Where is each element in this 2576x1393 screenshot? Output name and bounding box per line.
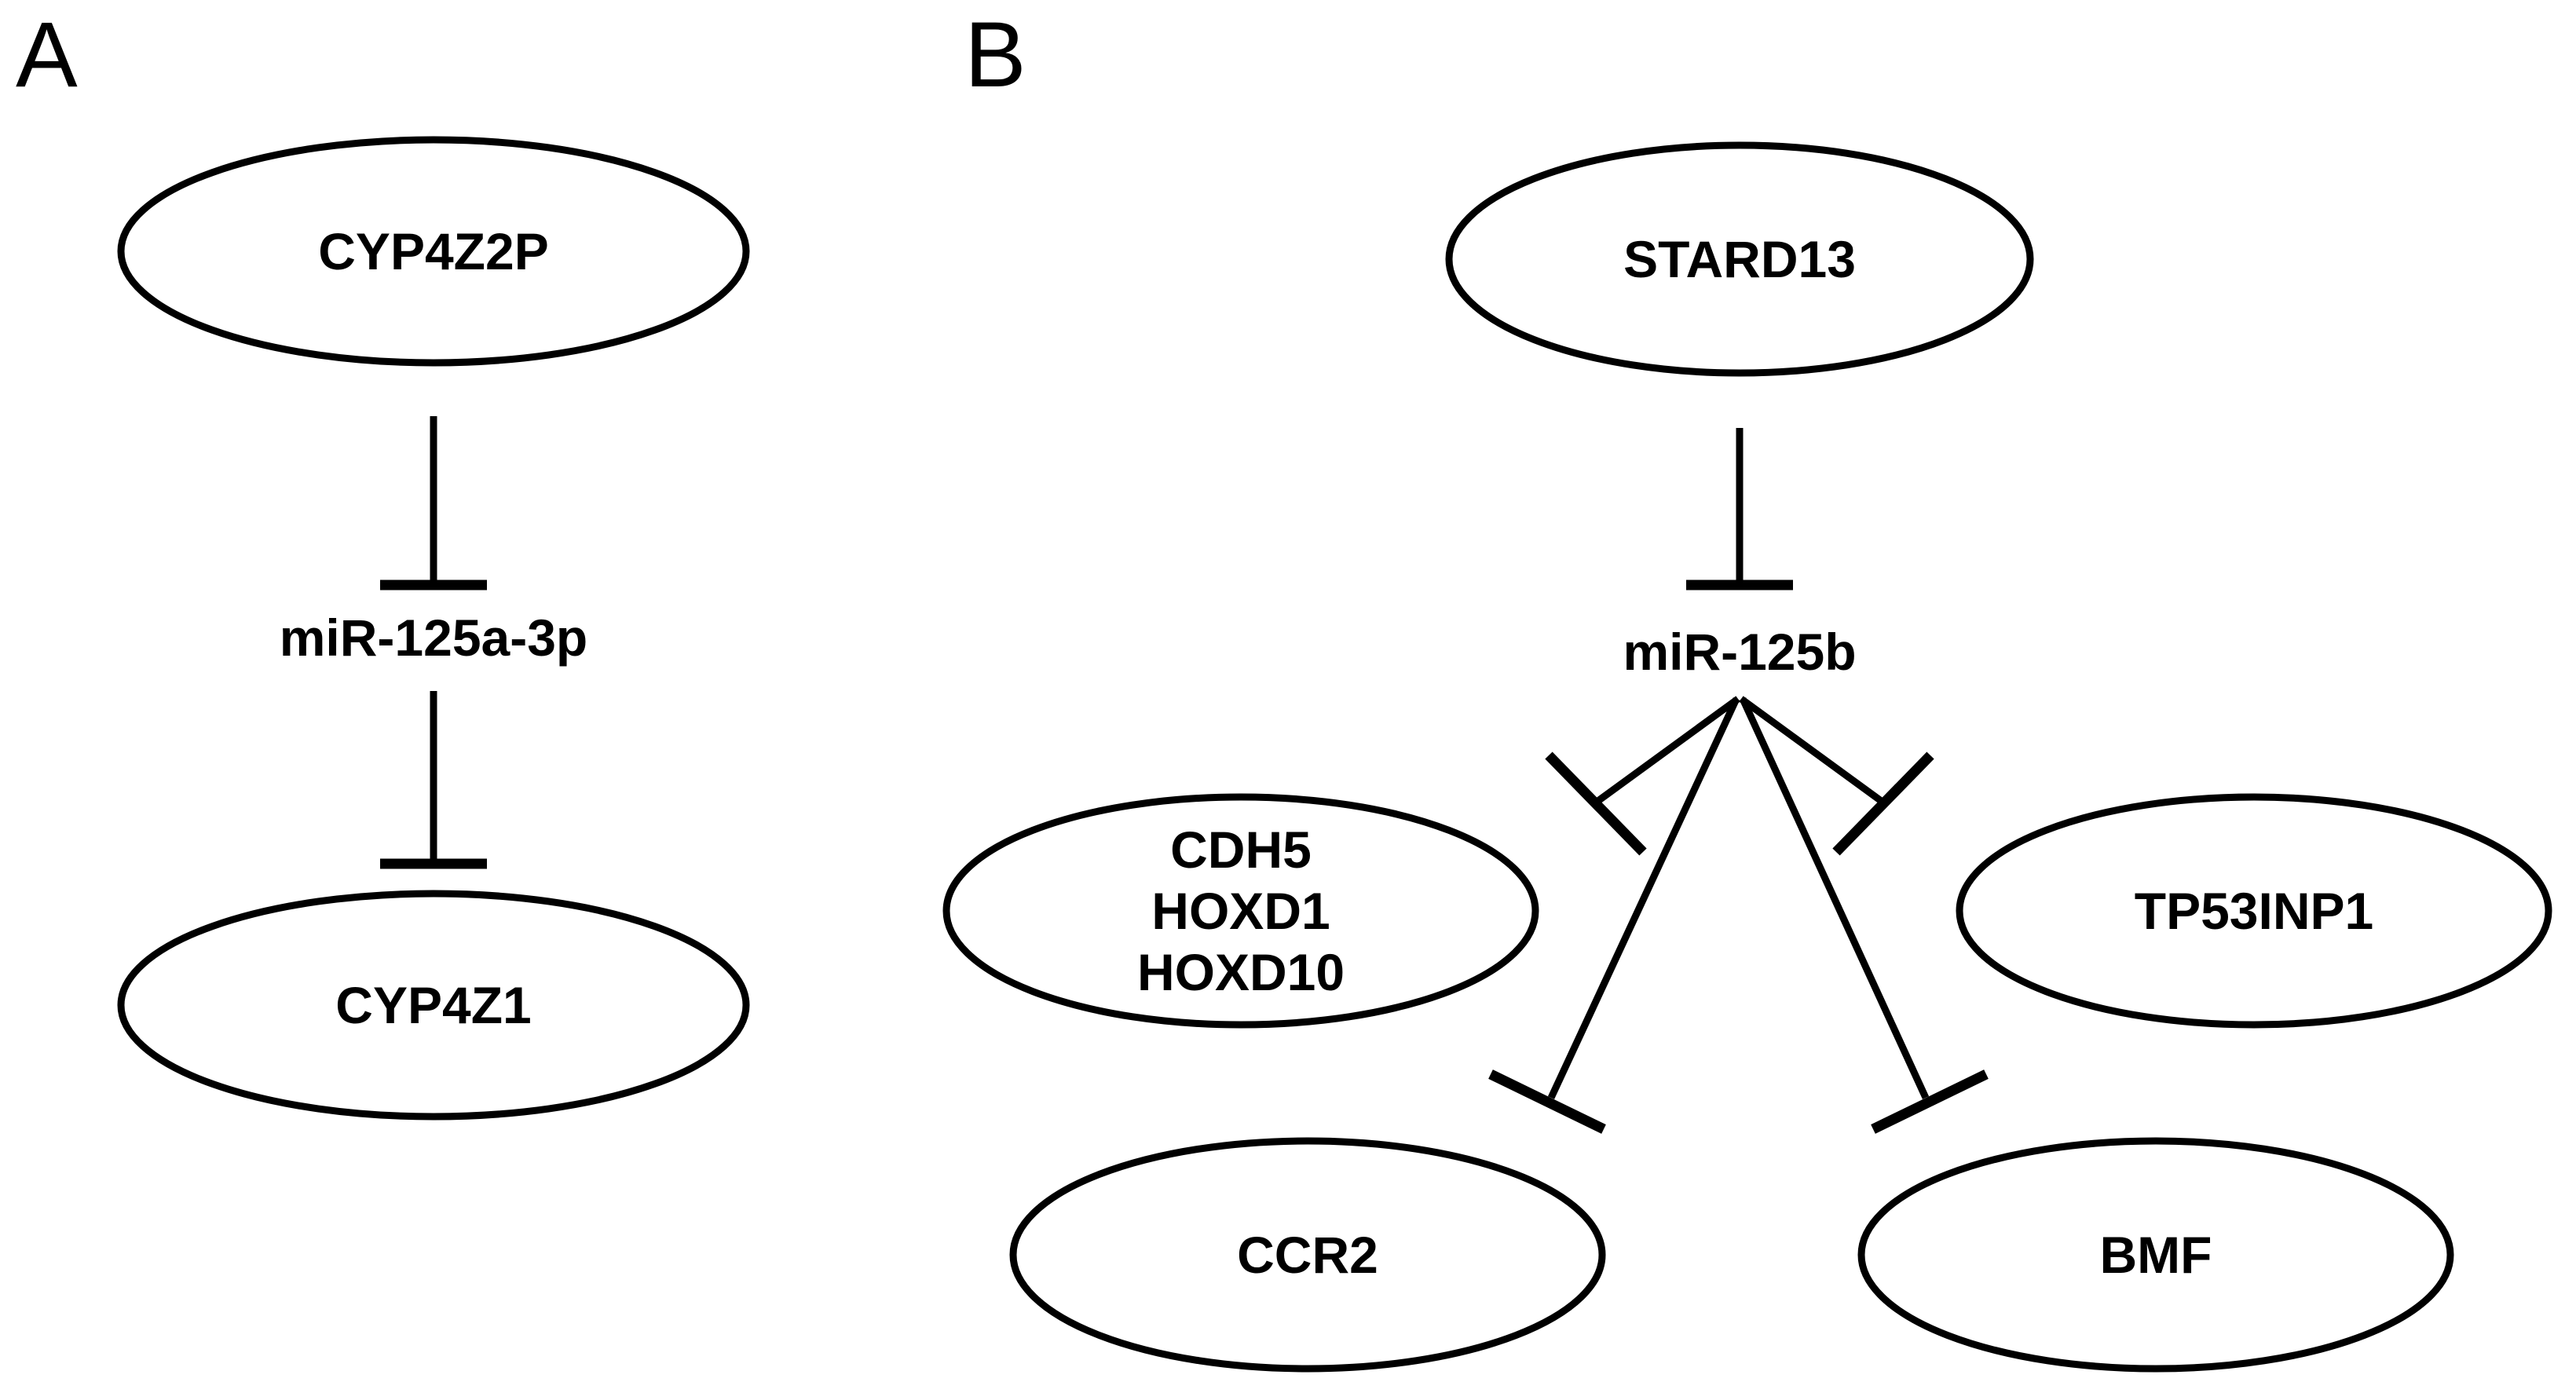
node-label-cyp4z1: CYP4Z1: [335, 976, 531, 1034]
node-ellipse-cyp4z2p[interactable]: [117, 136, 750, 367]
edge-line-mir125b-inhibits-tp53inp1: [1739, 696, 1886, 806]
node-label-cyp4z2p: CYP4Z2P: [318, 222, 548, 280]
mirna-label-mir-125b: miR-125b: [1623, 623, 1856, 681]
edge-mir125b-inhibits-ccr2: [1488, 697, 1740, 1134]
node-ellipse-cyp4z1[interactable]: [117, 890, 750, 1121]
edge-line-mir125b-inhibits-bmf: [1739, 697, 1930, 1099]
inhibition-bar-icon: [1488, 1069, 1606, 1134]
inhibition-bar-icon: [1832, 751, 1934, 856]
node-stard13[interactable]: STARD13: [1445, 141, 2034, 377]
node-label-bmf: BMF: [2100, 1226, 2212, 1284]
edge-mir125b-inhibits-cdh5-hoxd: [1545, 696, 1740, 856]
node-ccr2[interactable]: CCR2: [1009, 1137, 1606, 1373]
node-ellipse-ccr2[interactable]: [1009, 1137, 1606, 1373]
node-ellipse-cdh5-hoxd[interactable]: [942, 793, 1539, 1029]
node-ellipse-tp53inp1[interactable]: [1956, 793, 2552, 1029]
panel-a: A CYP4Z2P CYP4Z1 miR-125a-3p: [16, 3, 750, 1121]
mirna-label-mir-125a-3p: miR-125a-3p: [280, 609, 588, 667]
node-label-cdh5-hoxd: CDH5: [1170, 821, 1312, 879]
edge-line-mir125b-inhibits-ccr2: [1547, 697, 1740, 1099]
panel-letter-a: A: [16, 3, 78, 107]
node-label-cdh5-hoxd: HOXD10: [1137, 943, 1345, 1001]
node-label-ccr2: CCR2: [1237, 1226, 1378, 1284]
node-label-cdh5-hoxd: HOXD1: [1151, 882, 1330, 940]
edge-cyp4z2p-inhibits-mir125a3p: [380, 416, 487, 590]
edge-mir125b-inhibits-bmf: [1739, 697, 1989, 1134]
node-ellipse-bmf[interactable]: [1857, 1137, 2454, 1373]
node-ellipse-stard13[interactable]: [1445, 141, 2034, 377]
edge-line-mir125b-inhibits-cdh5-hoxd: [1594, 696, 1740, 806]
node-cyp4z1[interactable]: CYP4Z1: [117, 890, 750, 1121]
node-bmf[interactable]: BMF: [1857, 1137, 2454, 1373]
inhibition-bar-icon: [1871, 1069, 1989, 1134]
edge-mir125a3p-inhibits-cyp4z1: [380, 691, 487, 869]
node-label-stard13: STARD13: [1623, 230, 1856, 288]
node-label-tp53inp1: TP53INP1: [2135, 882, 2373, 940]
inhibition-bar-icon: [1545, 751, 1647, 856]
node-tp53inp1[interactable]: TP53INP1: [1956, 793, 2552, 1029]
node-cyp4z2p[interactable]: CYP4Z2P: [117, 136, 750, 367]
edge-stard13-inhibits-mir125b: [1686, 428, 1793, 590]
panel-letter-b: B: [964, 3, 1026, 107]
edge-mir125b-inhibits-tp53inp1: [1739, 696, 1934, 856]
